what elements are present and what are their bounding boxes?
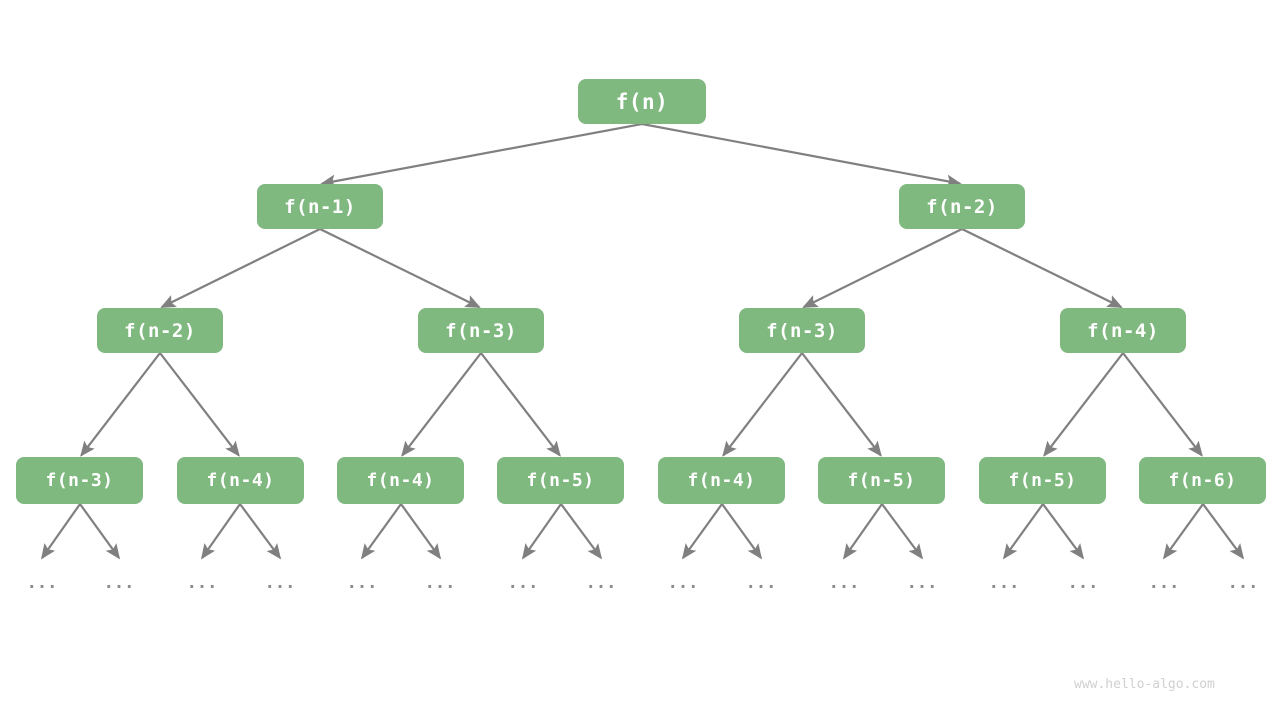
tree-edge — [1122, 352, 1203, 457]
ellipsis-marker: ... — [264, 573, 296, 593]
leaf-edge — [40, 503, 81, 560]
tree-edge — [961, 228, 1123, 309]
leaf-edge — [79, 503, 121, 560]
leaf-edge — [1002, 503, 1044, 560]
tree-node[interactable]: f(n-5) — [979, 457, 1106, 504]
tree-edge — [722, 352, 803, 457]
leaf-edge — [521, 503, 562, 560]
leaf-edge — [360, 503, 402, 560]
ellipsis-marker: ... — [346, 573, 378, 593]
tree-edge — [802, 228, 963, 309]
leaf-edge — [1202, 503, 1245, 560]
tree-node[interactable]: f(n-4) — [658, 457, 785, 504]
tree-edge — [480, 352, 561, 457]
tree-node[interactable]: f(n-6) — [1139, 457, 1266, 504]
leaf-edge — [842, 503, 883, 560]
tree-node[interactable]: f(n-4) — [1060, 308, 1186, 353]
leaf-edge — [200, 503, 241, 560]
leaf-edge — [560, 503, 603, 560]
ellipsis-marker: ... — [906, 573, 938, 593]
ellipsis-marker: ... — [186, 573, 218, 593]
ellipsis-marker: ... — [745, 573, 777, 593]
ellipsis-marker: ... — [828, 573, 860, 593]
tree-edge — [80, 352, 161, 457]
ellipsis-marker: ... — [26, 573, 58, 593]
ellipsis-marker: ... — [1067, 573, 1099, 593]
tree-edge — [641, 122, 962, 188]
ellipsis-marker: ... — [585, 573, 617, 593]
ellipsis-marker: ... — [988, 573, 1020, 593]
tree-edge — [801, 352, 882, 457]
tree-node[interactable]: f(n-5) — [497, 457, 624, 504]
leaf-edge — [1042, 503, 1085, 560]
tree-node[interactable]: f(n-5) — [818, 457, 945, 504]
tree-edge — [401, 352, 482, 457]
tree-node[interactable]: f(n-2) — [899, 184, 1025, 229]
tree-node[interactable]: f(n-3) — [16, 457, 143, 504]
tree-node[interactable]: f(n-4) — [177, 457, 304, 504]
ellipsis-marker: ... — [1148, 573, 1180, 593]
tree-node[interactable]: f(n-3) — [739, 308, 865, 353]
tree-node[interactable]: f(n-1) — [257, 184, 383, 229]
watermark: www.hello-algo.com — [1074, 677, 1215, 692]
tree-node[interactable]: f(n) — [578, 79, 706, 124]
leaf-edge — [881, 503, 924, 560]
leaf-edge — [721, 503, 763, 560]
tree-edge — [1043, 352, 1124, 457]
tree-node[interactable]: f(n-3) — [418, 308, 544, 353]
ellipsis-marker: ... — [507, 573, 539, 593]
leaf-edges — [40, 503, 1245, 560]
leaf-edge — [239, 503, 282, 560]
ellipsis-marker: ... — [103, 573, 135, 593]
leaf-edge — [681, 503, 723, 560]
tree-node[interactable]: f(n-2) — [97, 308, 223, 353]
tree-edges — [80, 122, 1203, 457]
tree-edge — [320, 122, 643, 188]
ellipsis-marker: ... — [1227, 573, 1259, 593]
tree-node[interactable]: f(n-4) — [337, 457, 464, 504]
tree-edge — [319, 228, 481, 309]
leaf-edge — [1162, 503, 1204, 560]
tree-edge — [159, 352, 240, 457]
leaf-edge — [400, 503, 442, 560]
ellipsis-marker: ... — [667, 573, 699, 593]
ellipsis-marker: ... — [424, 573, 456, 593]
tree-edge — [160, 228, 321, 309]
